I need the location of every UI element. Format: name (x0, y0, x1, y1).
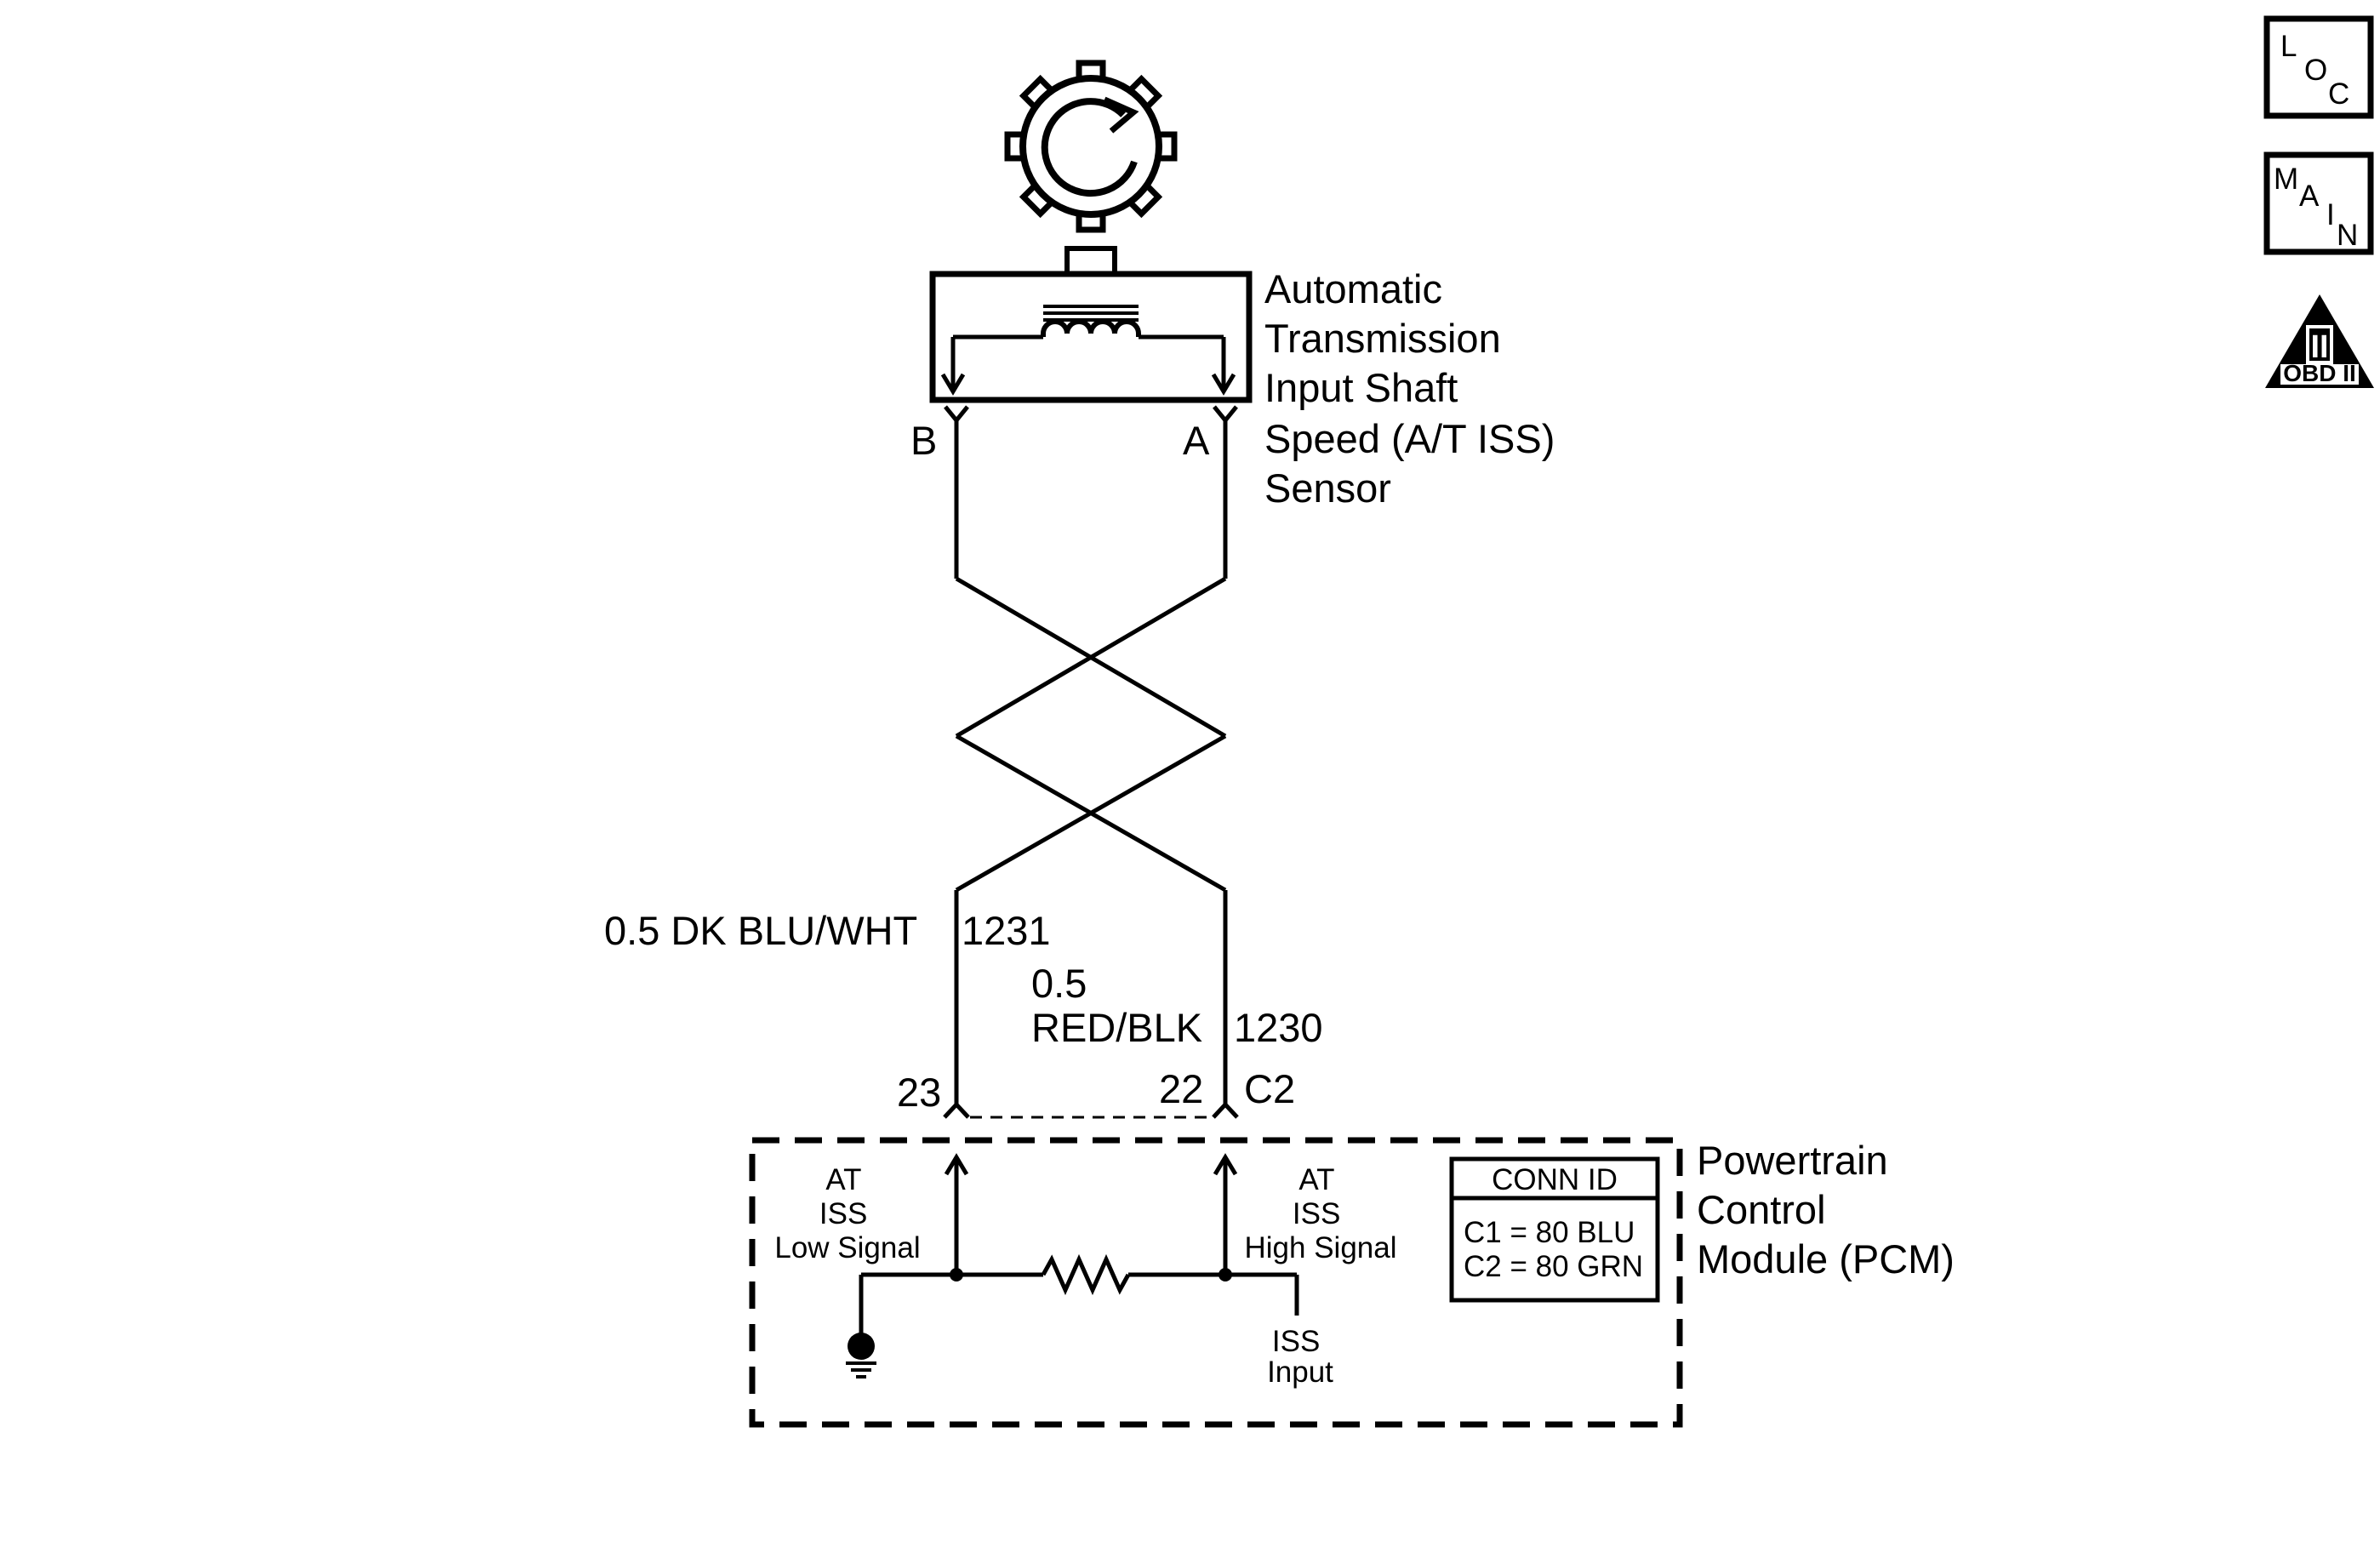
conn-id-title: CONN ID (1492, 1163, 1618, 1196)
svg-text:A: A (2299, 180, 2320, 213)
conn-id-row-c2: C2 = 80 GRN (1464, 1250, 1643, 1283)
sensor-terminal-a-label: A (1183, 418, 1210, 463)
main-icon[interactable]: M A I N (2263, 151, 2374, 255)
wire-1230-color-label: 0.5 RED/BLK (1031, 961, 1202, 1050)
sensor-name: Automatic Transmission Input Shaft Speed… (1264, 266, 1566, 511)
sensor-terminal-b-label: B (910, 418, 937, 463)
iss-sensor (929, 246, 1253, 403)
pcm-connector-label: C2 (1244, 1066, 1295, 1111)
pcm-pin-23-label: 23 (897, 1070, 941, 1115)
conn-id-row-c1: C1 = 80 BLU (1464, 1216, 1635, 1249)
at-iss-high-signal-label: AT ISS High Signal (1245, 1163, 1397, 1264)
wire-1231-color-label: 0.5 DK BLU/WHT (604, 908, 917, 953)
pcm-module-boundary (749, 1137, 1683, 1428)
svg-text:OBD II: OBD II (2283, 360, 2356, 386)
twisted-pair-wires (954, 420, 1228, 1105)
svg-text:N: N (2337, 219, 2358, 252)
svg-text:II: II (2310, 329, 2328, 365)
svg-text:O: O (2304, 54, 2327, 87)
at-iss-low-signal-label: AT ISS Low Signal (774, 1163, 920, 1264)
sensor-name-line-5: Sensor (1264, 465, 1391, 511)
splice-left (950, 1268, 963, 1281)
wire-1231-circuit-label: 1231 (962, 908, 1051, 953)
pcm-internal-circuit (846, 1153, 1299, 1378)
svg-text:M: M (2274, 163, 2298, 196)
svg-text:I: I (2326, 198, 2335, 231)
obd-ii-icon[interactable]: II OBD II (2265, 294, 2374, 388)
splice-right (1219, 1268, 1232, 1281)
iss-input-label: ISS Input (1267, 1325, 1333, 1389)
conn-id-box: CONN ID C1 = 80 BLU C2 = 80 GRN (1449, 1156, 1660, 1303)
pcm-connector-c2 (943, 1101, 1239, 1119)
svg-text:L: L (2280, 30, 2297, 63)
pcm-pin-22-label: 22 (1159, 1066, 1203, 1111)
gear-teeth (1004, 60, 1178, 233)
wire-1230-circuit-label: 1230 (1234, 1005, 1323, 1050)
reluctor-wheel-icon (1004, 60, 1178, 233)
pcm-name: Powertrain Control Module (PCM) (1697, 1138, 1955, 1281)
svg-text:C: C (2328, 77, 2349, 111)
ground-icon (848, 1333, 875, 1360)
loc-icon[interactable]: L O C (2263, 15, 2374, 119)
